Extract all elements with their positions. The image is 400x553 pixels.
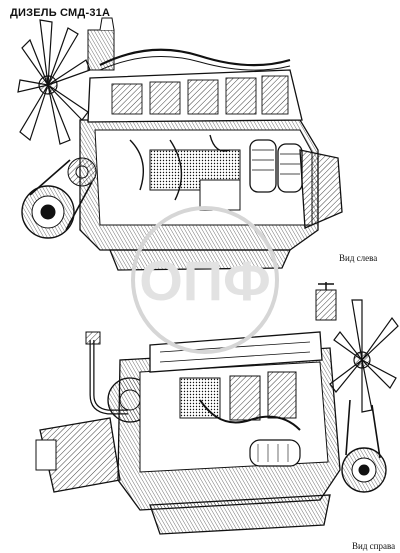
left-view-caption: Вид слева — [339, 253, 378, 263]
fan-icon — [329, 299, 399, 413]
engine-right-view — [35, 282, 399, 535]
right-view-caption: Вид справа — [352, 541, 396, 551]
engine-left-view — [17, 17, 343, 271]
fan-icon — [17, 19, 91, 145]
document-title: ДИЗЕЛЬ СМД-31А — [10, 7, 111, 19]
